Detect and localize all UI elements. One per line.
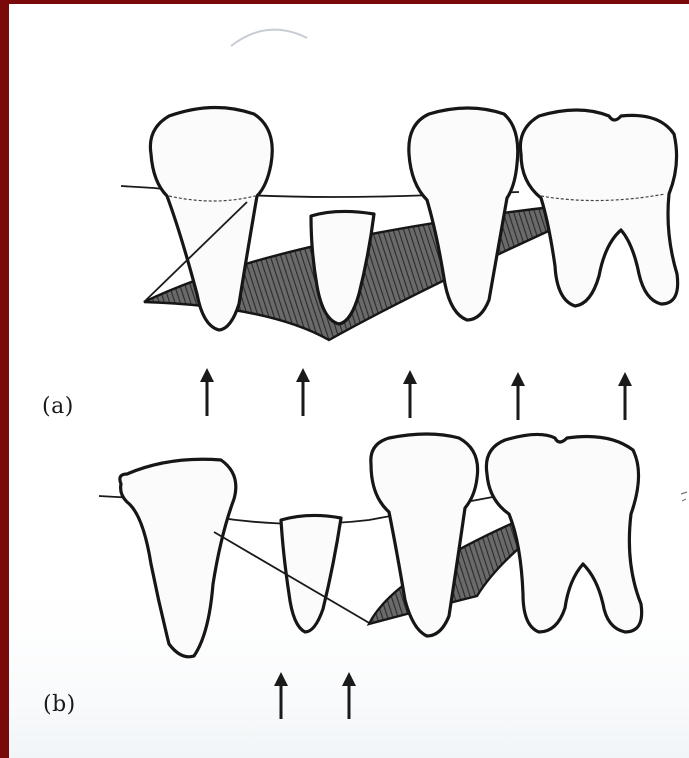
panel-label-b: (b) — [43, 692, 76, 717]
tooth-a4 — [520, 110, 677, 306]
scan-mark — [231, 30, 307, 46]
arrow-icon — [511, 372, 525, 420]
arrow-icon — [403, 370, 417, 418]
arrow-icon — [200, 368, 214, 416]
scan-artifact — [681, 492, 687, 501]
dental-diagram — [9, 4, 689, 758]
paper-shading — [9, 564, 689, 758]
figure-frame: (a) (b) — [9, 4, 689, 758]
arrow-icon — [618, 372, 632, 420]
force-arrows-a — [200, 368, 632, 420]
panel-label-a: (a) — [42, 394, 74, 419]
arrow-icon — [296, 368, 310, 416]
panel-a — [121, 107, 678, 420]
